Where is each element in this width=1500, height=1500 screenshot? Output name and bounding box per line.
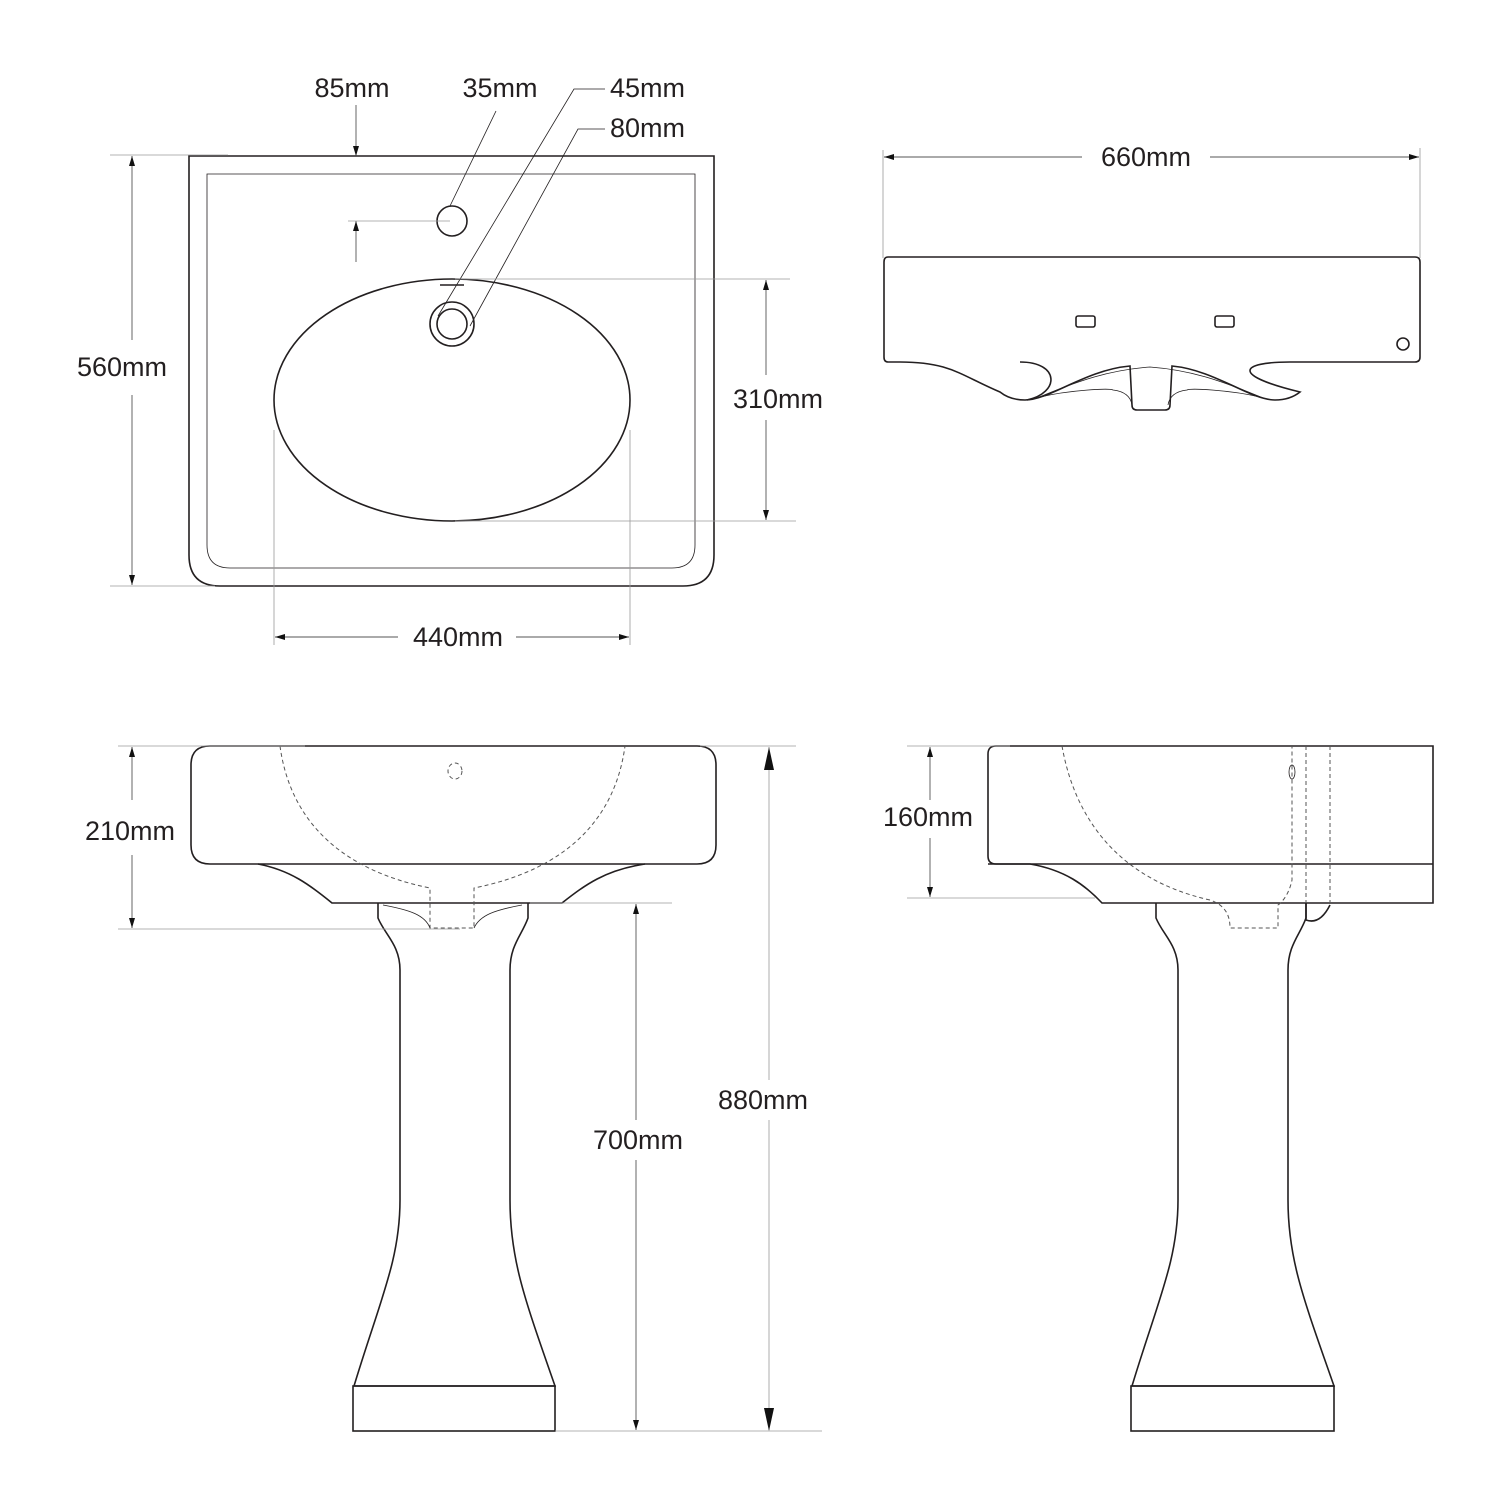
rear-view: 660mm: [882, 142, 1421, 411]
label-overflow-diameter: 45mm: [610, 73, 685, 103]
top-view: 85mm 35mm 45mm 80mm 560mm 310mm 440mm: [77, 73, 823, 652]
bowl-hidden-line: [279, 745, 626, 929]
basin-outline-rear: [883, 256, 1421, 411]
bowl-outline: [273, 278, 631, 522]
side-view: 160mm: [883, 745, 1434, 1432]
label-rim-height: 160mm: [883, 802, 973, 832]
label-bowl-width: 440mm: [413, 622, 503, 652]
label-bowl-depth: 310mm: [733, 384, 823, 414]
label-tap-hole-diameter: 35mm: [462, 73, 537, 103]
label-pedestal-height: 700mm: [593, 1125, 683, 1155]
label-waste-diameter: 80mm: [610, 113, 685, 143]
basin-outline-side: [987, 745, 1434, 904]
basin-inner-rim: [206, 173, 696, 569]
basin-outline-top: [188, 155, 715, 587]
front-view: 210mm 700mm 880mm: [85, 745, 822, 1432]
waste-outer: [429, 301, 475, 347]
waste-inner: [436, 308, 468, 340]
fixing-slot-left: [1075, 315, 1096, 328]
fixing-slot-right: [1214, 315, 1235, 328]
pedestal-front: [352, 903, 557, 1387]
pedestal-base-front: [352, 1385, 556, 1432]
overflow-side: [1288, 764, 1296, 780]
basin-outline-front: [190, 745, 717, 865]
label-tap-hole-offset: 85mm: [314, 73, 389, 103]
label-depth: 560mm: [77, 352, 167, 382]
label-overall-height: 880mm: [718, 1085, 808, 1115]
rear-hole: [1396, 337, 1410, 351]
pedestal-side: [1130, 903, 1336, 1387]
pedestal-base-side: [1130, 1385, 1335, 1432]
label-width: 660mm: [1101, 142, 1191, 172]
overflow-hidden: [447, 762, 463, 780]
label-basin-height: 210mm: [85, 816, 175, 846]
